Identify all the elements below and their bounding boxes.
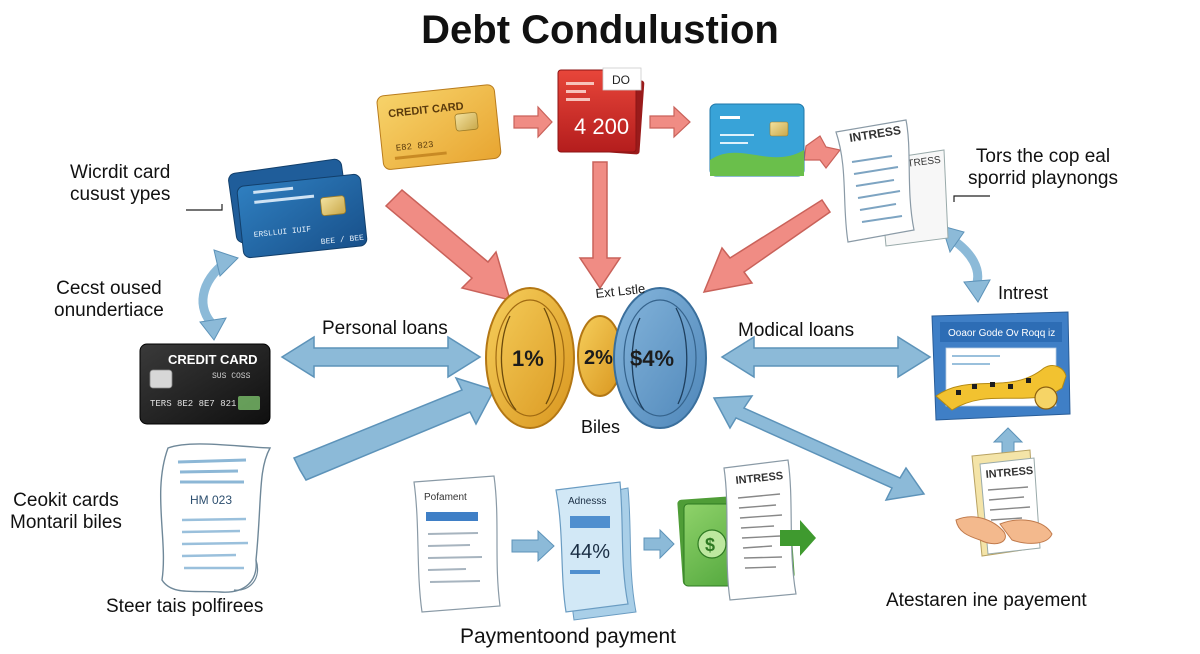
red-arrow-from-yellow-card <box>384 188 512 302</box>
blue-curved-arrow-left-head-bottom <box>199 317 227 341</box>
label-biles: Biles <box>581 417 621 437</box>
red-arrow-from-interest <box>702 198 832 293</box>
label-paymentoond: Paymentoond payment <box>460 625 676 648</box>
label-ceokit-line2: Montaril biles <box>10 512 122 533</box>
coin-right-value: $4% <box>630 346 674 371</box>
blue-green-card <box>709 103 805 177</box>
pofament-title: Pofament <box>424 492 467 503</box>
label-tors: Tors the cop eal sporrid playnongs <box>968 146 1118 190</box>
adnesss-title: Adnesss <box>568 496 606 507</box>
bill-code: HM 023 <box>190 493 232 507</box>
blue-arrow-from-bill <box>292 376 496 481</box>
black-credit-card: CREDIT CARD SUS COSS TERS 8E2 8E7 821 <box>139 343 271 425</box>
label-ceokit: Ceokit cards Montaril biles <box>10 490 122 534</box>
red-arrow-card-to-interest <box>803 135 842 169</box>
yellow-card-number: E82 823 <box>395 140 434 154</box>
page-title: Debt Condulustion <box>421 8 779 52</box>
label-wicrdit-line2: cusust ypes <box>70 184 171 205</box>
blue-arrow-modical-loans <box>720 335 932 379</box>
red-arrow-card-to-amount <box>513 105 553 139</box>
coin-middle-value: 2% <box>584 347 613 369</box>
coin-right: $4% <box>613 287 707 429</box>
adnesss-document: Adnesss 44% <box>555 481 637 621</box>
label-tors-line2: sporrid playnongs <box>968 168 1118 189</box>
blue-arrow-personal-loans <box>280 335 482 379</box>
medical-doc-title: Ooaor Gode Ov Roqq iz <box>948 328 1055 339</box>
coin-left-value: 1% <box>512 346 544 371</box>
hand-doc-title: INTRESS <box>985 465 1034 481</box>
blue-arrow-bottom-2 <box>643 528 675 560</box>
amount-value: 4 200 <box>574 114 629 139</box>
label-ceokit-line1: Ceokit cards <box>13 490 119 511</box>
black-card-chip <box>149 369 173 389</box>
svg-text:$: $ <box>705 535 715 555</box>
label-atestaren: Atestaren ine payement <box>886 590 1087 611</box>
interest-document-top: INTRESS INTRESS <box>835 119 949 247</box>
leader-line-tors <box>953 195 990 202</box>
label-tors-line1: Tors the cop eal <box>975 146 1111 167</box>
label-cecst-line2: onundertiace <box>54 300 164 321</box>
black-card-sub: SUS COSS <box>212 372 251 381</box>
label-modical-loans: Modical loans <box>738 320 855 341</box>
card-chip <box>454 111 479 132</box>
label-intrest: Intrest <box>998 283 1049 303</box>
label-cecst-line1: Cecst oused <box>56 278 162 299</box>
amount-tag: DO <box>612 73 630 87</box>
blue-curved-arrow-left-head-top <box>213 249 239 277</box>
medical-loans-document: Ooaor Gode Ov Roqq iz <box>931 311 1071 421</box>
bill-scroll: HM 023 <box>159 443 272 593</box>
label-cecst: Cecst oused onundertiace <box>54 278 164 322</box>
adnesss-value: 44% <box>570 541 610 563</box>
leader-line-wicrdit <box>186 204 223 211</box>
blue-curved-arrow-right-head-bottom <box>963 279 991 303</box>
blue-credit-cards: ERSLLUI IUIF BEE / BEE <box>228 158 368 259</box>
coin-ext-label: Ext Lstle <box>595 281 646 301</box>
dollar-icon <box>697 529 727 559</box>
black-card-title: CREDIT CARD <box>168 352 258 367</box>
red-arrow-from-amount <box>578 161 622 290</box>
red-arrow-amount-to-card <box>649 105 691 139</box>
label-personal-loans: Personal loans <box>322 318 448 339</box>
label-steer: Steer tais polfirees <box>106 596 264 617</box>
black-card-number: TERS 8E2 8E7 821 <box>150 399 236 409</box>
hand-interest-document: INTRESS <box>955 449 1053 557</box>
blue-arrow-to-atestaren <box>712 395 926 501</box>
blue-arrow-bottom-1 <box>511 529 555 563</box>
pofament-document: Pofament <box>413 475 501 613</box>
label-wicrdit-line1: Wicrdit card <box>70 162 171 183</box>
amount-card: DO 4 200 <box>557 67 645 155</box>
label-wicrdit-card: Wicrdit card cusust ypes <box>70 162 170 206</box>
green-arrow-small <box>780 520 816 556</box>
coin-left: 1% <box>485 287 575 429</box>
pay-doc-title: INTRESS <box>735 470 784 487</box>
cash-interest-group: $ INTRESS <box>677 459 816 601</box>
yellow-credit-card: CREDIT CARD E82 823 <box>376 84 502 170</box>
